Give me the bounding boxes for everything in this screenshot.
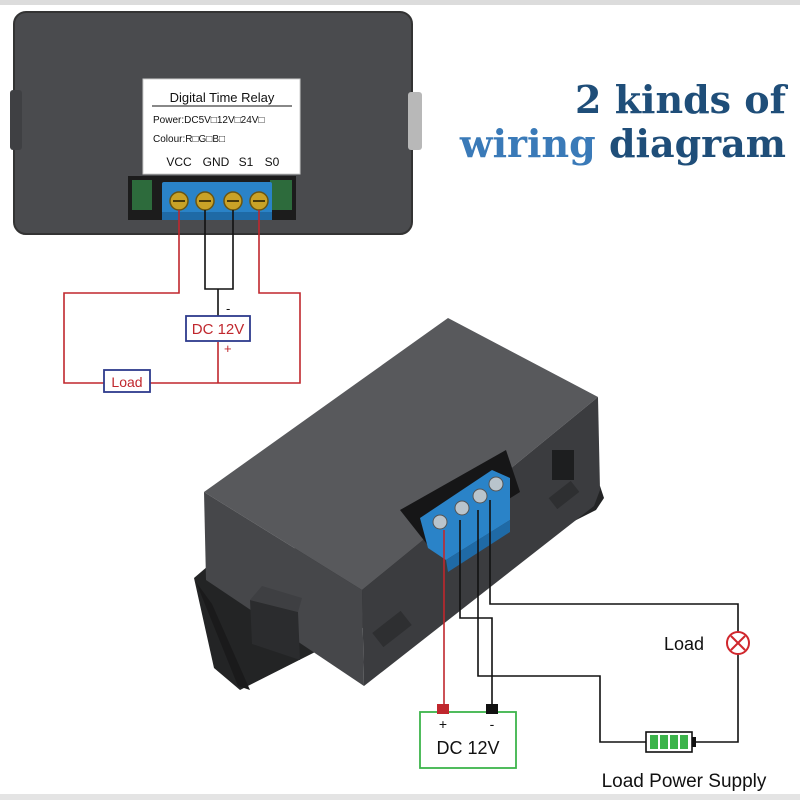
label-card-power: Power:DC5V□12V□24V□	[153, 115, 265, 126]
headline: 2 kinds of wiring diagram	[456, 78, 786, 166]
dc-source-1-minus: -	[226, 301, 230, 316]
wire-red-loop-1	[63, 210, 301, 384]
terminal-block-top	[162, 182, 272, 220]
screw-vcc	[169, 191, 189, 211]
terminal-label-gnd: GND	[203, 155, 230, 169]
dc-source-1-label: DC 12V	[192, 321, 245, 338]
bottom-relay-module	[194, 318, 604, 690]
screw-gnd	[195, 191, 215, 211]
dc-source-1: DC 12V - +	[185, 301, 251, 356]
headline-line1: 2 kinds of	[575, 77, 786, 122]
wire-black-load-bottom-2	[694, 654, 739, 743]
headline-line2-b: diagram	[608, 121, 786, 166]
dc-source-2-minus: -	[490, 716, 495, 732]
lamp-icon	[726, 631, 750, 655]
headline-line2: wiring diagram	[456, 122, 786, 166]
screw-s0	[249, 191, 269, 211]
wiring-2	[443, 500, 739, 743]
battery-icon	[645, 731, 696, 753]
module-top-face	[204, 318, 598, 590]
terminal-label-vcc: VCC	[166, 155, 192, 169]
headline-line2-a: wiring	[459, 121, 596, 166]
wire-black-minus-2	[459, 520, 493, 708]
wire-black-supply-2	[477, 510, 646, 743]
wire-black-load-top-2	[489, 500, 739, 632]
label-card-colour: Colour:R□G□B□	[153, 134, 225, 145]
terminal-label-s1: S1	[239, 155, 254, 169]
load-power-supply-label: Load Power Supply	[602, 771, 767, 792]
negative-terminal-2	[486, 704, 498, 714]
load-2: Load	[664, 631, 750, 655]
label-card	[142, 78, 301, 175]
load-2-label: Load	[664, 634, 704, 654]
label-card-title: Digital Time Relay	[170, 90, 275, 105]
load-1: Load	[103, 369, 151, 393]
screw-s1	[223, 191, 243, 211]
wire-black-bridge-1	[204, 210, 234, 290]
dc-source-1-plus: +	[224, 341, 232, 356]
dc-source-2: + - DC 12V	[419, 704, 517, 769]
dc-source-2-plus: +	[439, 716, 447, 732]
positive-terminal-2	[437, 704, 449, 714]
top-relay-module: Digital Time Relay Power:DC5V□12V□24V□ C…	[0, 0, 800, 235]
module-front-face	[204, 492, 364, 686]
terminal-label-s0: S0	[265, 155, 280, 169]
wiring-1	[63, 210, 301, 384]
dc-source-2-label: DC 12V	[436, 738, 499, 758]
load-1-label: Load	[111, 374, 142, 390]
